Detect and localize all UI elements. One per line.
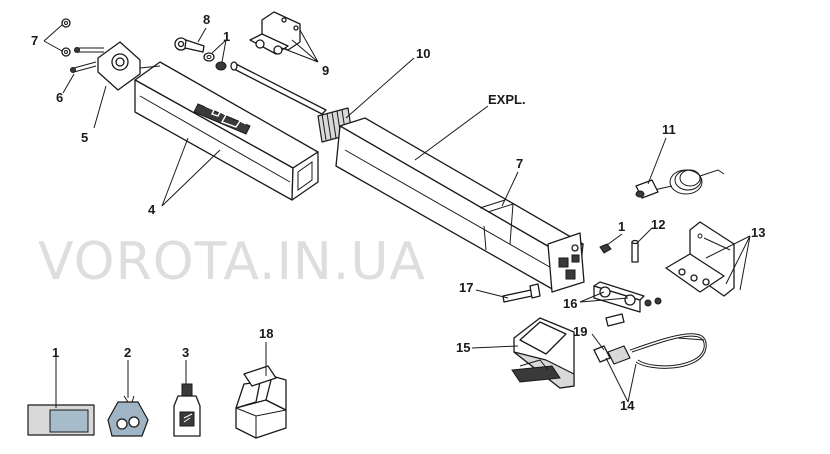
callout-11-cable: 11 bbox=[662, 122, 676, 137]
callout-10-rod: 10 bbox=[416, 46, 430, 61]
accessory-oil-bottle bbox=[173, 383, 201, 437]
front-bracket bbox=[249, 11, 301, 55]
callout-4-cover: 4 bbox=[148, 202, 156, 217]
callout-2-bag: 2 bbox=[124, 345, 131, 360]
encoder-cable bbox=[593, 313, 707, 369]
accessory-box bbox=[235, 365, 287, 439]
callout-6-screw: 6 bbox=[56, 90, 63, 105]
cable-coil bbox=[635, 169, 725, 199]
expl-label: EXPL. bbox=[488, 92, 526, 107]
accessory-grease-pad bbox=[27, 404, 95, 436]
pivot-base bbox=[511, 317, 575, 389]
callout-5-rear-bracket: 5 bbox=[81, 130, 88, 145]
callout-18-box: 18 bbox=[259, 326, 273, 341]
callout-3-oil: 3 bbox=[182, 345, 189, 360]
callout-8-rod-eye: 8 bbox=[203, 12, 210, 27]
callout-19-sensor: 19 bbox=[573, 324, 587, 339]
accessory-parts-bag bbox=[107, 395, 149, 437]
callout-1-grease: 1 bbox=[52, 345, 59, 360]
callout-15-base: 15 bbox=[456, 340, 470, 355]
washers bbox=[203, 52, 227, 71]
cover-tube bbox=[134, 61, 319, 201]
callout-1-washer: 1 bbox=[223, 29, 230, 44]
rear-nuts bbox=[61, 18, 71, 57]
callout-17-bolt: 17 bbox=[459, 280, 473, 295]
rod-eye bbox=[174, 37, 205, 53]
actuator-body bbox=[317, 107, 585, 293]
small-nut bbox=[599, 243, 612, 254]
callout-7-motor: 7 bbox=[516, 156, 523, 171]
wall-bracket bbox=[665, 221, 735, 297]
rear-screws bbox=[70, 47, 104, 73]
watermark-text: VOROTA.IN.UA bbox=[38, 232, 426, 292]
fork-link bbox=[593, 281, 662, 313]
callout-14-encoder: 14 bbox=[620, 398, 635, 413]
callout-16-fork: 16 bbox=[563, 296, 577, 311]
callout-1-nut: 1 bbox=[618, 219, 625, 234]
callout-13-wall-bracket: 13 bbox=[751, 225, 765, 240]
bolt bbox=[502, 283, 541, 303]
callout-12-pin: 12 bbox=[651, 217, 665, 232]
rear-bracket bbox=[97, 41, 161, 91]
callout-9-front-bracket: 9 bbox=[322, 63, 329, 78]
pin bbox=[631, 239, 639, 263]
piston-rod bbox=[230, 61, 327, 115]
callout-7-nut: 7 bbox=[31, 33, 38, 48]
